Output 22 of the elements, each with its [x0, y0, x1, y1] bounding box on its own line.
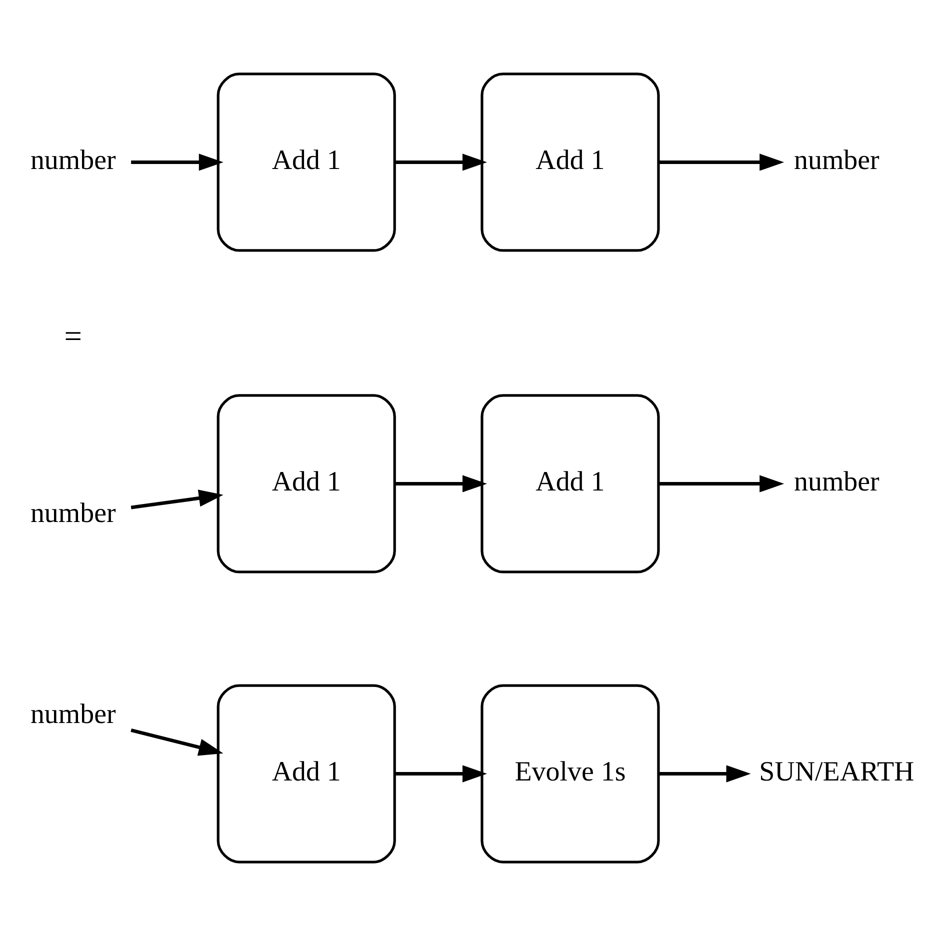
node-text: number	[794, 466, 880, 497]
arrow	[658, 474, 784, 492]
node-box: Add 1	[480, 72, 660, 252]
arrow	[394, 764, 487, 782]
arrow	[131, 153, 224, 170]
arrow	[130, 728, 224, 756]
node-box: Add 1	[216, 684, 396, 863]
arrow	[394, 474, 487, 492]
arrow	[658, 153, 784, 170]
arrow	[130, 489, 224, 509]
node-box: Add 1	[216, 72, 396, 252]
arrow	[658, 764, 751, 782]
node-text: number	[794, 144, 880, 176]
node-box: Evolve 1s	[480, 684, 660, 863]
node-text: SUN/EARTH	[759, 756, 914, 787]
node-text: number	[30, 144, 116, 176]
arrow	[394, 153, 487, 170]
node-box: Add 1	[480, 394, 660, 573]
node-box: Add 1	[216, 394, 396, 573]
label: =	[64, 318, 82, 353]
node-text: number	[30, 497, 116, 528]
node-text: number	[30, 698, 116, 730]
